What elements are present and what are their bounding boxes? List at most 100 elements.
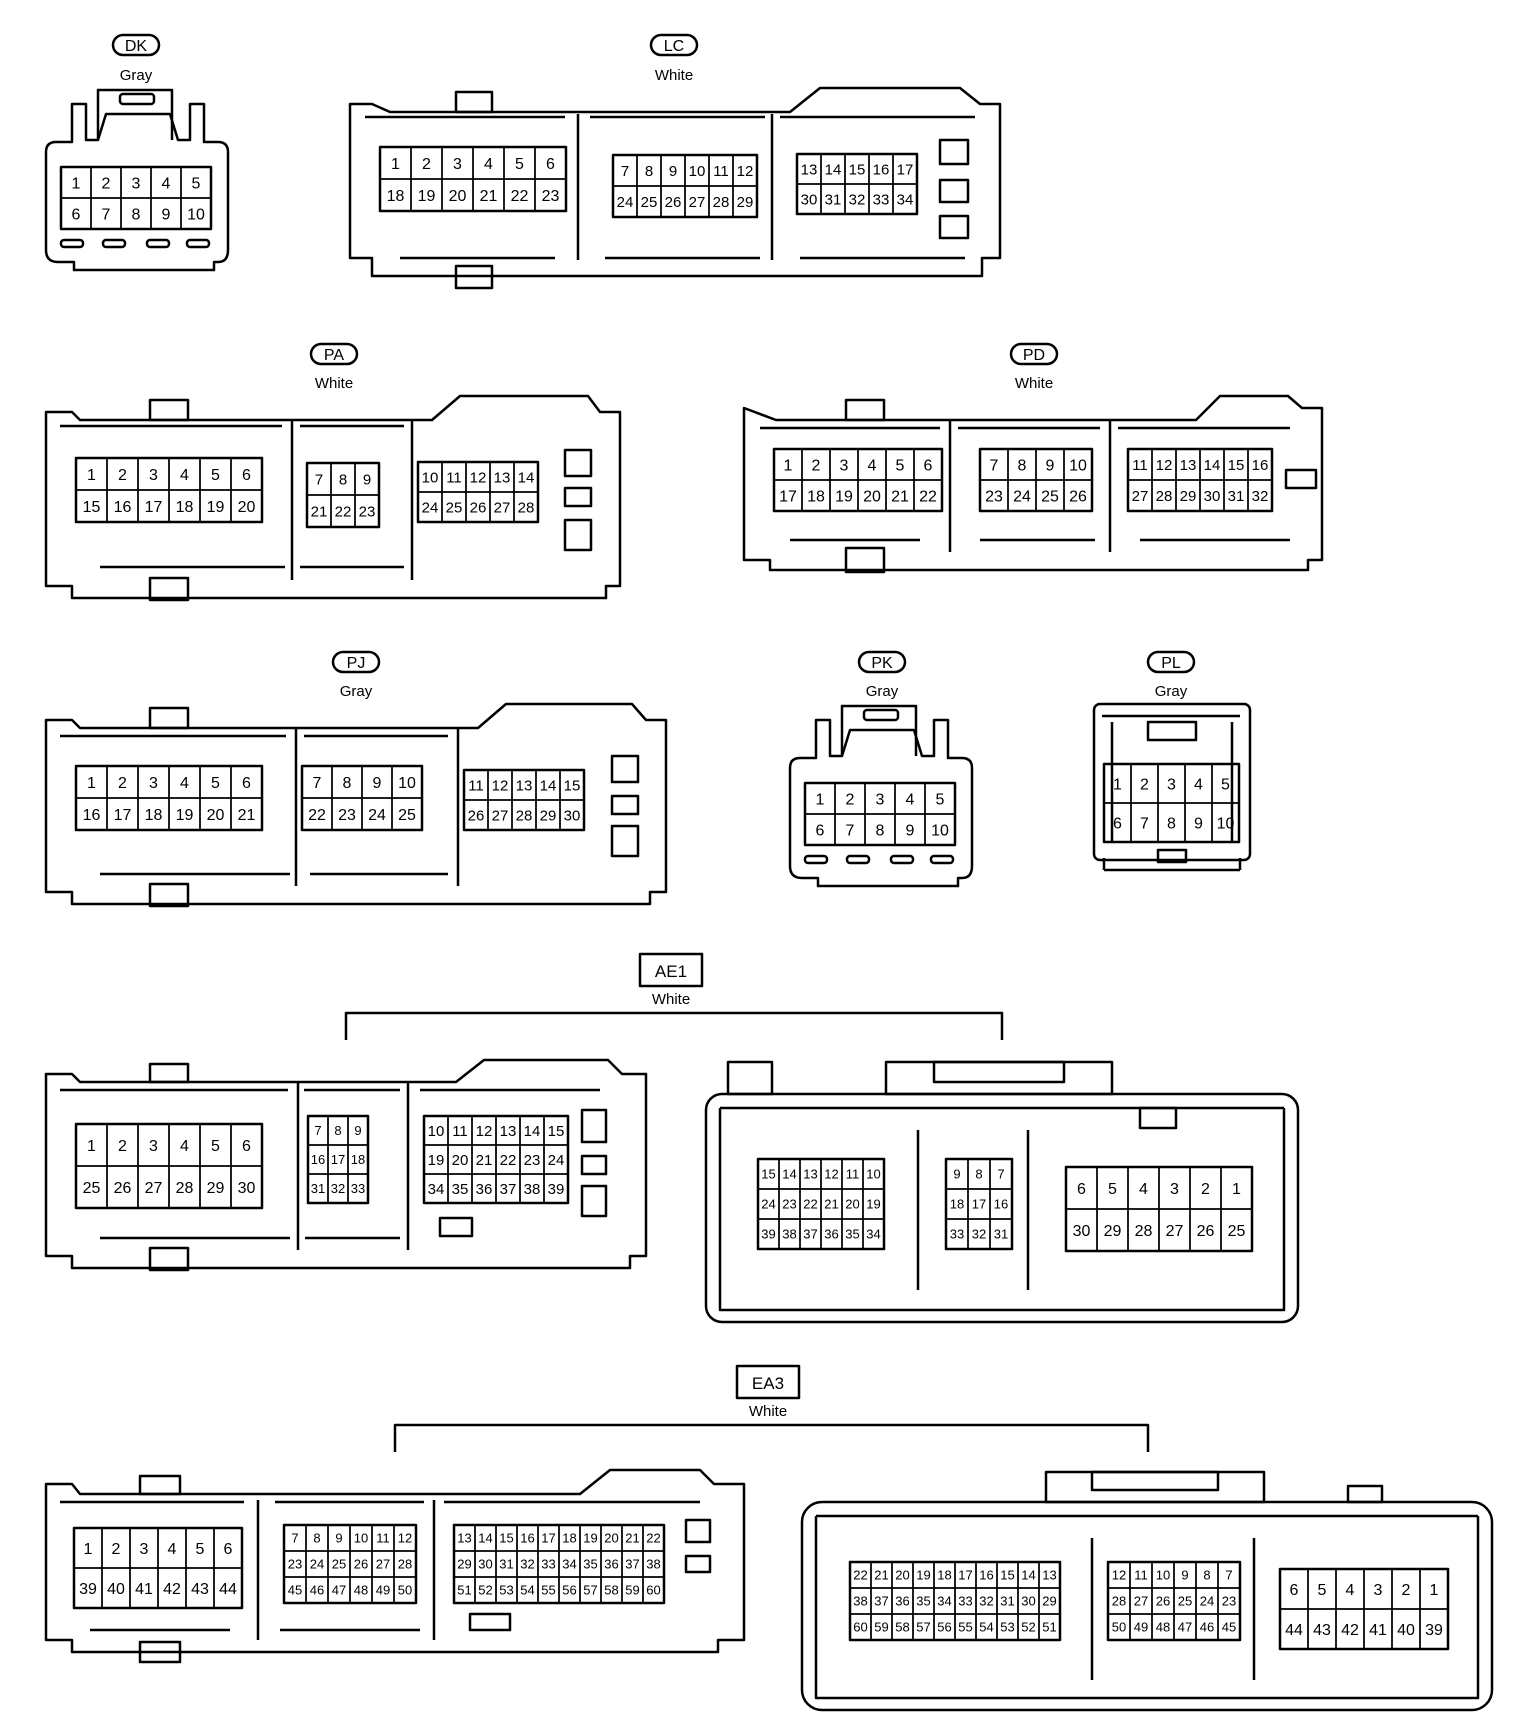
pin-number: 7 xyxy=(1225,1568,1232,1583)
pin-number: 1 xyxy=(816,791,825,808)
pin-number: 26 xyxy=(470,499,487,516)
pin-number: 23 xyxy=(524,1152,541,1169)
connector-pd-code: PD xyxy=(1023,347,1045,364)
connector-pk-housing xyxy=(788,718,974,888)
connector-pd-code-badge xyxy=(1009,342,1059,366)
pin-number: 10 xyxy=(1217,815,1235,832)
pin-number: 8 xyxy=(313,1531,320,1546)
pin-number: 6 xyxy=(924,457,933,474)
pin-number: 8 xyxy=(1203,1568,1210,1583)
connector-ae1-code-box xyxy=(638,952,704,988)
pin-number: 24 xyxy=(617,194,634,211)
pin-number: 17 xyxy=(114,807,132,824)
pin-number: 32 xyxy=(972,1227,986,1242)
pin-number: 36 xyxy=(895,1594,909,1609)
connector-ae1-color: White xyxy=(652,991,690,1008)
pin-number: 44 xyxy=(219,1581,237,1598)
pin-number: 5 xyxy=(515,156,524,173)
pin-number: 42 xyxy=(1341,1622,1359,1639)
pin-number: 51 xyxy=(457,1583,471,1598)
connector-ae1-housing-left xyxy=(44,1058,648,1270)
pin-number: 9 xyxy=(669,163,677,180)
pin-cell xyxy=(230,797,263,831)
pin-number: 29 xyxy=(457,1557,471,1572)
pin-number: 24 xyxy=(761,1197,775,1212)
pin-number: 5 xyxy=(936,791,945,808)
pin-number: 10 xyxy=(866,1167,880,1182)
pin-number: 30 xyxy=(1073,1223,1091,1240)
pin-number: 5 xyxy=(211,467,220,484)
pin-number: 40 xyxy=(1397,1622,1415,1639)
pin-cell xyxy=(1063,479,1093,512)
connector-dk-housing xyxy=(44,102,230,272)
pin-number: 3 xyxy=(149,1138,158,1155)
pin-number: 12 xyxy=(398,1531,412,1546)
pin-number: 8 xyxy=(343,775,352,792)
pin-number: 16 xyxy=(83,807,101,824)
connector-dk-code-badge xyxy=(111,33,161,57)
pin-cell xyxy=(924,813,956,846)
pin-number: 34 xyxy=(428,1181,445,1198)
pin-number: 5 xyxy=(1108,1181,1117,1198)
pin-number: 7 xyxy=(997,1167,1004,1182)
pin-number: 34 xyxy=(866,1227,880,1242)
pin-number: 32 xyxy=(1252,488,1269,505)
pin-number: 4 xyxy=(180,1138,189,1155)
pin-cell xyxy=(391,797,423,831)
pin-number: 2 xyxy=(112,1541,121,1558)
pin-number: 29 xyxy=(737,194,754,211)
pin-number: 30 xyxy=(801,191,818,208)
connector-pl-housing xyxy=(1092,702,1252,862)
pin-number: 12 xyxy=(824,1167,838,1182)
pin-number: 43 xyxy=(1313,1622,1331,1639)
pin-cell xyxy=(347,1173,369,1204)
connector-ea3-housing-left xyxy=(44,1468,746,1654)
pin-number: 7 xyxy=(313,775,322,792)
pin-number: 10 xyxy=(354,1531,368,1546)
pin-number: 28 xyxy=(713,194,730,211)
pin-number: 11 xyxy=(446,469,462,486)
pin-number: 4 xyxy=(168,1541,177,1558)
pin-number: 4 xyxy=(484,156,493,173)
connector-lc-housing xyxy=(348,86,1002,278)
pin-number: 10 xyxy=(187,206,205,223)
pin-number: 58 xyxy=(895,1620,909,1635)
connector-dk-latch xyxy=(96,88,174,140)
pin-number: 3 xyxy=(149,775,158,792)
pin-number: 2 xyxy=(812,457,821,474)
pin-number: 32 xyxy=(849,191,866,208)
pin-number: 3 xyxy=(132,175,141,192)
pin-number: 2 xyxy=(1140,776,1149,793)
pin-number: 9 xyxy=(335,1531,342,1546)
pin-number: 2 xyxy=(118,1138,127,1155)
pin-number: 17 xyxy=(541,1531,555,1546)
pin-number: 7 xyxy=(621,163,629,180)
pin-number: 37 xyxy=(625,1557,639,1572)
pin-number: 18 xyxy=(562,1531,576,1546)
pin-number: 41 xyxy=(1369,1622,1387,1639)
pin-cell xyxy=(989,1218,1013,1250)
pin-number: 16 xyxy=(520,1531,534,1546)
pin-number: 16 xyxy=(114,499,132,516)
pin-number: 23 xyxy=(542,188,560,205)
connector-pd-color: White xyxy=(1015,375,1053,392)
pin-number: 22 xyxy=(335,503,352,520)
pin-number: 18 xyxy=(950,1197,964,1212)
pin-number: 20 xyxy=(238,499,256,516)
pin-cell xyxy=(534,178,567,212)
pin-number: 12 xyxy=(1156,457,1173,474)
pin-number: 38 xyxy=(646,1557,660,1572)
pin-number: 16 xyxy=(979,1568,993,1583)
pin-number: 58 xyxy=(604,1583,618,1598)
pin-number: 15 xyxy=(499,1531,513,1546)
pin-number: 14 xyxy=(518,469,535,486)
